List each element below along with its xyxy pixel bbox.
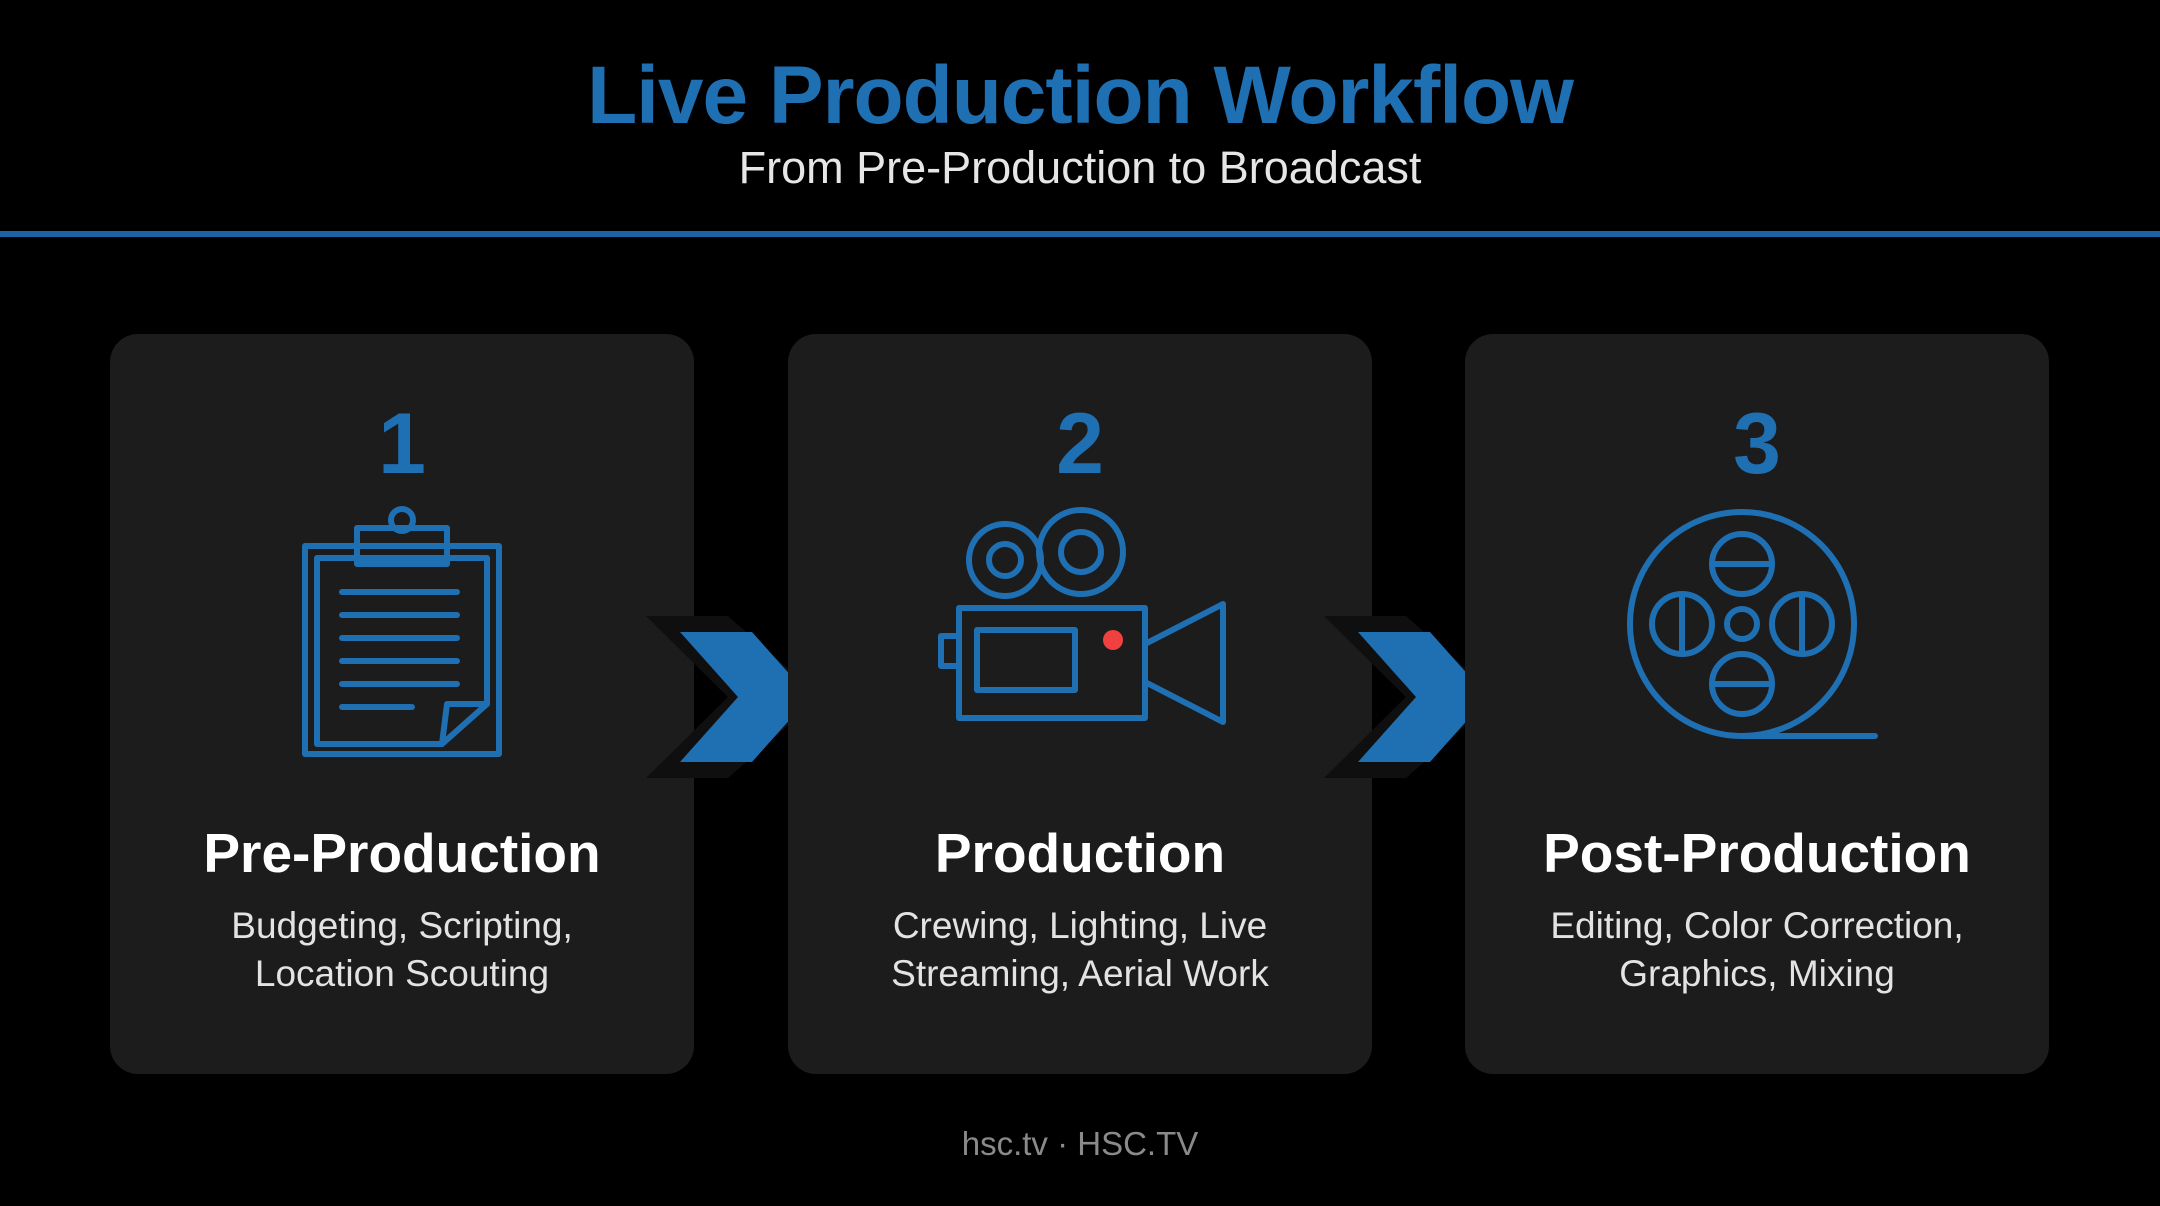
step-description: Editing, Color Correction, Graphics, Mix… <box>1515 902 1999 998</box>
step-description-line: Budgeting, Scripting, <box>231 905 573 946</box>
step-description-line: Location Scouting <box>254 953 550 994</box>
step-description-line: Streaming, Aerial Work <box>891 953 1269 994</box>
step-title: Post-Production <box>1543 822 1971 884</box>
footer-credit: hsc.tv · HSC.TV <box>961 1125 1199 1162</box>
page-title: Live Production Workflow <box>587 50 1574 141</box>
page-subtitle: From Pre-Production to Broadcast <box>738 142 1422 193</box>
step-description: Crewing, Lighting, Live Streaming, Aeria… <box>838 902 1322 998</box>
step-description-line: Editing, Color Correction, <box>1550 905 1964 946</box>
step-title: Pre-Production <box>203 822 601 884</box>
video-camera-icon <box>788 504 1372 764</box>
step-card-pre-production: 1 Pre-Production Budgeting, Scripting, L… <box>110 334 694 1074</box>
step-number: 3 <box>1733 396 1781 492</box>
header-divider <box>0 231 2160 237</box>
chevron-right-icon <box>646 616 820 778</box>
header: Live Production Workflow From Pre-Produc… <box>0 0 2160 236</box>
step-description-line: Graphics, Mixing <box>1619 953 1895 994</box>
step-card-production: 2 Production Crewing, Lighting, Live Str… <box>788 334 1372 1074</box>
step-number: 1 <box>378 396 426 492</box>
step-card-post-production: 3 Post-Production Editing, Color Correct… <box>1465 334 2049 1074</box>
step-description: Budgeting, Scripting, Location Scouting <box>160 902 644 998</box>
step-title: Production <box>934 822 1226 884</box>
film-reel-icon <box>1465 504 2049 764</box>
step-description-line: Crewing, Lighting, Live <box>892 905 1268 946</box>
chevron-right-icon <box>1324 616 1498 778</box>
record-dot <box>1103 630 1123 650</box>
step-number: 2 <box>1056 396 1104 492</box>
clipboard-icon <box>110 504 694 764</box>
